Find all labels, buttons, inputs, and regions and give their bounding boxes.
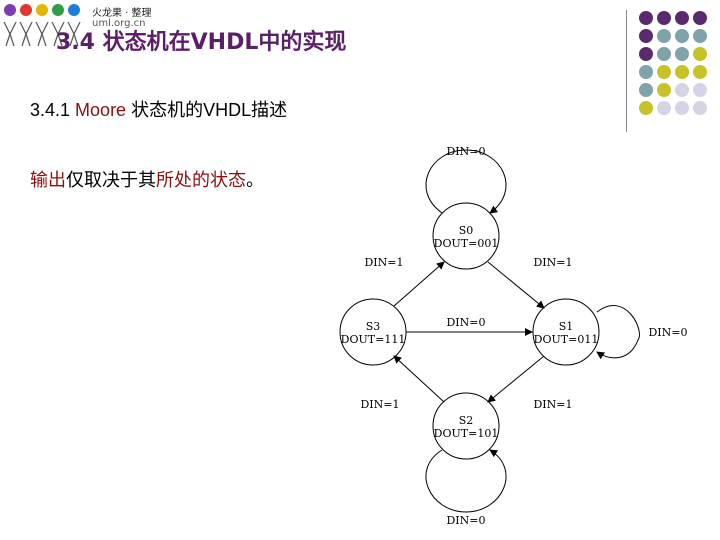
decorative-dot	[657, 47, 671, 61]
state-s2-name: S2	[459, 414, 474, 427]
s0-self-loop	[425, 149, 507, 214]
decorative-dot	[693, 47, 707, 61]
s2-self-loop	[425, 449, 507, 513]
label-s1-s2: DIN=1	[533, 398, 572, 411]
decorative-dot	[675, 101, 689, 115]
decorative-dot	[639, 101, 653, 115]
s1-to-s2-arrow	[487, 355, 545, 403]
s1-self-loop	[596, 305, 640, 360]
s3-to-s0-arrow	[393, 261, 445, 307]
state-s0-name: S0	[459, 224, 474, 237]
s0-to-s1-arrow	[487, 261, 545, 309]
section-heading-rest: 状态机的VHDL描述	[126, 100, 288, 120]
label-s2-s3: DIN=1	[360, 398, 399, 411]
logo-subcaption: uml.org.cn	[92, 18, 146, 29]
decorative-dot	[639, 11, 653, 25]
decorative-dot	[639, 65, 653, 79]
decorative-dot	[693, 83, 707, 97]
decorative-dot	[657, 65, 671, 79]
decorative-dot	[657, 29, 671, 43]
decorative-dot	[693, 65, 707, 79]
para-part4: 。	[246, 170, 264, 191]
page-title: 3.4 状态机在VHDL中的实现	[56, 30, 347, 55]
para-part3: 所处的状态	[156, 170, 246, 191]
decorative-dot	[657, 101, 671, 115]
section-heading: 3.4.1 Moore 状态机的VHDL描述	[30, 96, 287, 122]
state-s1-output: DOUT=011	[534, 333, 599, 346]
decorative-dot	[675, 11, 689, 25]
state-s1-node	[532, 298, 600, 366]
section-number: 3.4.1	[30, 100, 76, 120]
decorative-dot	[657, 11, 671, 25]
decorative-dot	[693, 29, 707, 43]
label-s2-self: DIN=0	[446, 514, 485, 527]
label-s3-s1: DIN=0	[446, 316, 485, 329]
logo-head-icon	[52, 4, 64, 16]
s2-to-s3-arrow	[393, 355, 445, 403]
decorative-dot	[675, 47, 689, 61]
decorative-dot	[639, 47, 653, 61]
logo-figures-icon	[3, 4, 81, 47]
label-s0-s1: DIN=1	[533, 256, 572, 269]
decorative-dot	[675, 83, 689, 97]
state-s1-name: S1	[559, 320, 574, 333]
state-s2-output: DOUT=101	[434, 427, 499, 440]
decorative-dot	[693, 11, 707, 25]
state-s0-node	[432, 202, 500, 270]
logo-head-icon	[20, 4, 32, 16]
decorative-dot	[639, 83, 653, 97]
decorative-dot	[693, 101, 707, 115]
logo-caption: 火龙果 · 整理	[92, 8, 152, 19]
para-part2: 仅取决于其	[66, 170, 156, 191]
decorative-dot	[657, 83, 671, 97]
label-s1-self: DIN=0	[648, 326, 687, 339]
logo-head-icon	[36, 4, 48, 16]
para-part1: 输出	[30, 170, 66, 191]
decorative-dot-grid	[639, 11, 707, 115]
divider-line	[626, 10, 627, 132]
state-s3-output: DOUT=111	[341, 333, 406, 346]
state-diagram: S0 DOUT=001 S1 DOUT=011 S2 DOUT=101 S3 D…	[339, 145, 688, 527]
state-s2-node	[432, 392, 500, 460]
label-s3-s0: DIN=1	[364, 256, 403, 269]
description-paragraph: 输出仅取决于其所处的状态。	[30, 166, 264, 192]
state-s0-output: DOUT=001	[434, 237, 499, 250]
decorative-dot	[675, 65, 689, 79]
logo-head-icon	[68, 4, 80, 16]
label-s0-self: DIN=0	[446, 145, 485, 158]
decorative-dot	[639, 29, 653, 43]
state-s3-name: S3	[366, 320, 381, 333]
section-accent: Moore	[75, 100, 127, 120]
decorative-dot	[675, 29, 689, 43]
logo-head-icon	[4, 4, 16, 16]
